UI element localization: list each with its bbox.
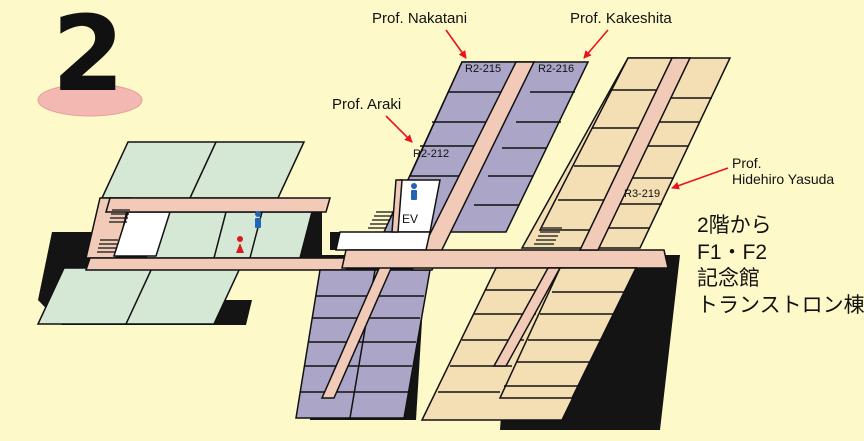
male-restroom-icon (255, 211, 261, 228)
female-restroom-icon (236, 236, 244, 253)
label-prof-kakeshita: Prof. Kakeshita (570, 10, 672, 27)
side-caption-line: 2階から (697, 214, 772, 237)
east-corridor (492, 57, 692, 367)
room-r2-212: R2-212 (413, 148, 450, 160)
room-r3-219: R3-219 (624, 188, 661, 200)
floor-number: 2 (52, 0, 125, 115)
side-caption-line: F1・F2 (697, 240, 768, 264)
label-prof-yasuda-line1: Prof. (732, 155, 762, 171)
label-prof-yasuda-line2: Hidehiro Yasuda (732, 171, 835, 187)
label-prof-araki: Prof. Araki (332, 96, 402, 113)
room-r2-215: R2-215 (465, 63, 502, 75)
side-caption-line: 記念館 (697, 267, 760, 290)
floor-badge-ellipse (37, 83, 143, 117)
center-corridor (320, 61, 669, 399)
side-caption-line: トランストロン棟 (697, 293, 864, 317)
side-caption: 2階から F1・F2 記念館 トランストロン棟 (697, 213, 864, 319)
pointer-arrows (385, 29, 729, 190)
west-corridor (84, 197, 352, 271)
room-r2-216: R2-216 (538, 63, 575, 75)
stairs-icon (97, 209, 130, 253)
elevator-icon: EV (402, 212, 419, 226)
east-building (420, 57, 732, 421)
male-restroom-icon (411, 183, 417, 200)
label-prof-nakatani: Prof. Nakatani (372, 10, 468, 27)
stairs-icon (534, 227, 562, 245)
stairs-icon (368, 211, 394, 229)
